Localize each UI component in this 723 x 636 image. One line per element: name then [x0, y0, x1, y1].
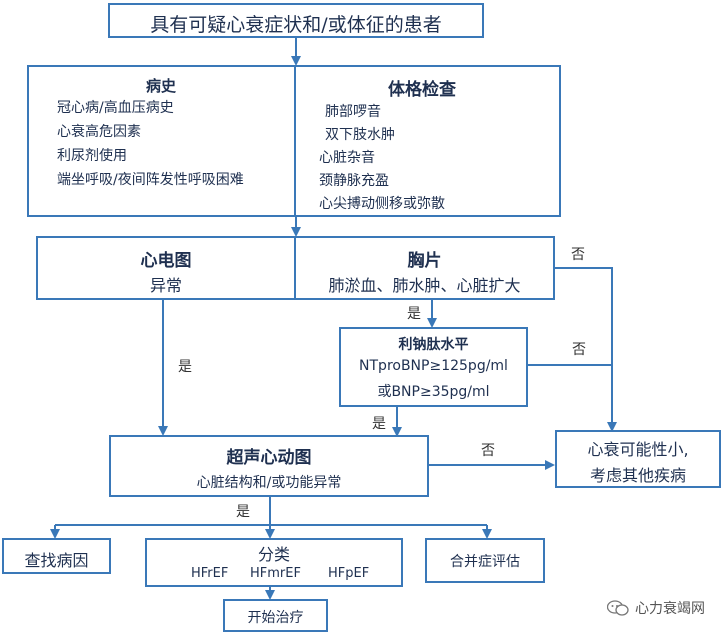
- label-yes-bnp: 是: [372, 416, 386, 432]
- watermark-text: 心力衰竭网: [635, 601, 705, 617]
- classify-type: HFrEF: [191, 566, 229, 581]
- treat-text: 开始治疗: [247, 610, 304, 626]
- node-comorbid: 合并症评估: [425, 538, 545, 583]
- label-no-bnp: 否: [572, 342, 586, 358]
- history-item: 心衰高危因素: [57, 124, 141, 140]
- label-no-xray: 否: [571, 247, 585, 263]
- comorbid-text: 合并症评估: [450, 554, 520, 570]
- node-echo: 超声心动图 心脏结构和/或功能异常: [109, 435, 429, 497]
- bnp-line2: 或BNP≥35pg/ml: [377, 384, 490, 400]
- exam-item: 双下肢水肿: [325, 127, 395, 143]
- node-exam: 体格检查 肺部啰音 双下肢水肿 心脏杂音 颈静脉充盈 心尖搏动侧移或弥散: [294, 65, 561, 217]
- echo-text: 心脏结构和/或功能异常: [196, 475, 342, 491]
- watermark: 心力衰竭网: [607, 598, 705, 618]
- node-patient: 具有可疑心衰症状和/或体征的患者: [108, 3, 484, 38]
- bnp-line1: NTproBNP≥125pg/ml: [359, 358, 508, 374]
- chat-bubble-icon: [607, 600, 629, 616]
- echo-title: 超声心动图: [226, 448, 312, 468]
- arrow-xray-no: [555, 267, 617, 432]
- node-classify: 分类 HFrEF HFmrEF HFpEF: [145, 538, 403, 587]
- node-bnp: 利钠肽水平 NTproBNP≥125pg/ml 或BNP≥35pg/ml: [339, 327, 528, 407]
- ecg-title: 心电图: [140, 251, 192, 271]
- history-title: 病史: [146, 77, 177, 95]
- exam-title: 体格检查: [388, 80, 456, 100]
- exam-item: 肺部啰音: [325, 104, 381, 120]
- node-treat: 开始治疗: [223, 599, 328, 632]
- exam-item: 颈静脉充盈: [319, 173, 389, 189]
- node-history: 病史 冠心病/高血压病史 心衰高危因素 利尿剂使用 端坐呼吸/夜间阵发性呼吸困难: [27, 65, 296, 217]
- history-item: 利尿剂使用: [57, 148, 127, 164]
- label-yes-ecg: 是: [178, 359, 192, 375]
- exam-item: 心尖搏动侧移或弥散: [319, 196, 445, 212]
- node-ecg: 心电图 异常: [36, 236, 296, 300]
- history-item: 端坐呼吸/夜间阵发性呼吸困难: [57, 172, 244, 188]
- classify-type: HFpEF: [328, 566, 370, 581]
- xray-title: 胸片: [407, 251, 442, 271]
- classify-type: HFmrEF: [250, 566, 301, 581]
- classify-title: 分类: [257, 545, 290, 564]
- history-item: 冠心病/高血压病史: [57, 100, 174, 116]
- cause-text: 查找病因: [24, 551, 89, 570]
- node-unlikely: 心衰可能性小, 考虑其他疾病: [555, 430, 721, 488]
- ecg-text: 异常: [149, 276, 182, 295]
- label-no-echo: 否: [481, 443, 495, 459]
- label-yes-echo: 是: [236, 504, 250, 520]
- node-xray: 胸片 肺淤血、肺水肿、心脏扩大: [294, 236, 555, 300]
- unlikely-line1: 心衰可能性小,: [587, 440, 689, 459]
- node-cause: 查找病因: [2, 538, 111, 574]
- bnp-title: 利钠肽水平: [398, 337, 469, 353]
- node-patient-text: 具有可疑心衰症状和/或体征的患者: [150, 14, 442, 36]
- unlikely-line2: 考虑其他疾病: [589, 466, 686, 485]
- exam-item: 心脏杂音: [319, 150, 375, 166]
- label-yes-xray: 是: [407, 306, 421, 322]
- xray-text: 肺淤血、肺水肿、心脏扩大: [328, 276, 521, 295]
